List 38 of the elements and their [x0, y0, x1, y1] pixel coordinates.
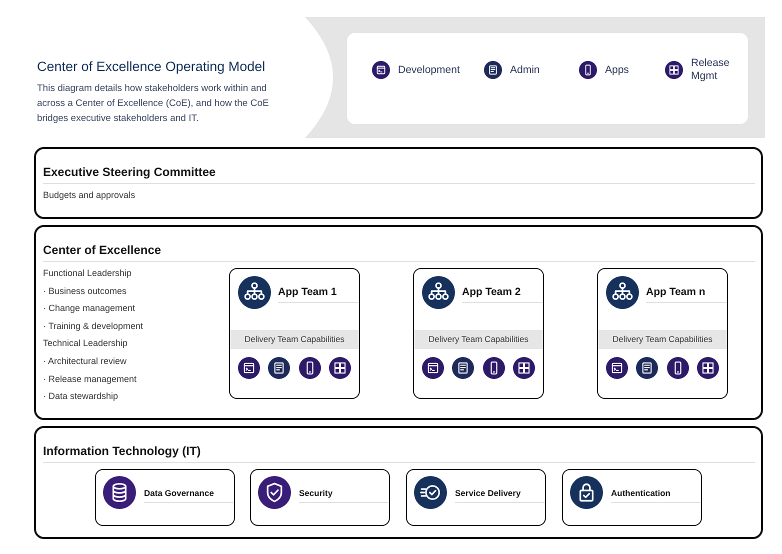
service-name: Security — [299, 487, 333, 499]
team-name: App Team n — [646, 285, 706, 299]
legend-label: Release Mgmt — [691, 57, 731, 83]
list-item: Technical Leadership — [43, 337, 129, 350]
list-item: · Architectural review — [43, 354, 128, 368]
capabilities-banner: Delivery Team Capabilities — [230, 330, 359, 349]
section-heading: Information Technology (IT) — [43, 443, 201, 459]
team-card — [413, 268, 544, 399]
list-item: · Data stewardship — [43, 390, 120, 404]
list-item: · Business outcomes — [43, 284, 128, 298]
section-text: Budgets and approvals — [43, 189, 136, 202]
section-heading: Center of Excellence — [43, 242, 162, 258]
legend-label: Development — [398, 64, 460, 76]
team-name: App Team 2 — [462, 285, 521, 299]
team-card — [597, 268, 728, 399]
list-item: · Release management — [43, 372, 138, 386]
service-card — [95, 469, 235, 526]
service-name: Data Governance — [144, 487, 214, 499]
service-card — [250, 469, 390, 526]
legend-label: Admin — [510, 64, 540, 76]
description-text: This diagram details how stakeholders work within and across a Center of Excellence (CoE), and how the CoE bridges executive stakeholders and IT. — [37, 82, 270, 126]
legend-label: Apps — [605, 64, 629, 76]
list-item: · Training & development — [43, 320, 144, 333]
service-name: Authentication — [611, 487, 670, 499]
list-item: · Change management — [43, 302, 136, 316]
section-panel — [34, 426, 763, 539]
section-panel — [34, 147, 763, 219]
service-card — [406, 469, 546, 526]
service-card — [562, 469, 702, 526]
list-item: Functional Leadership — [43, 267, 133, 280]
section-panel — [34, 225, 763, 420]
diagram-title: Center of Excellence Operating Model — [37, 58, 266, 76]
section-heading: Executive Steering Committee — [43, 164, 216, 180]
team-name: App Team 1 — [278, 285, 337, 299]
team-card — [229, 268, 360, 399]
capabilities-banner: Delivery Team Capabilities — [414, 330, 543, 349]
service-name: Service Delivery — [455, 487, 521, 499]
capabilities-banner: Delivery Team Capabilities — [598, 330, 727, 349]
